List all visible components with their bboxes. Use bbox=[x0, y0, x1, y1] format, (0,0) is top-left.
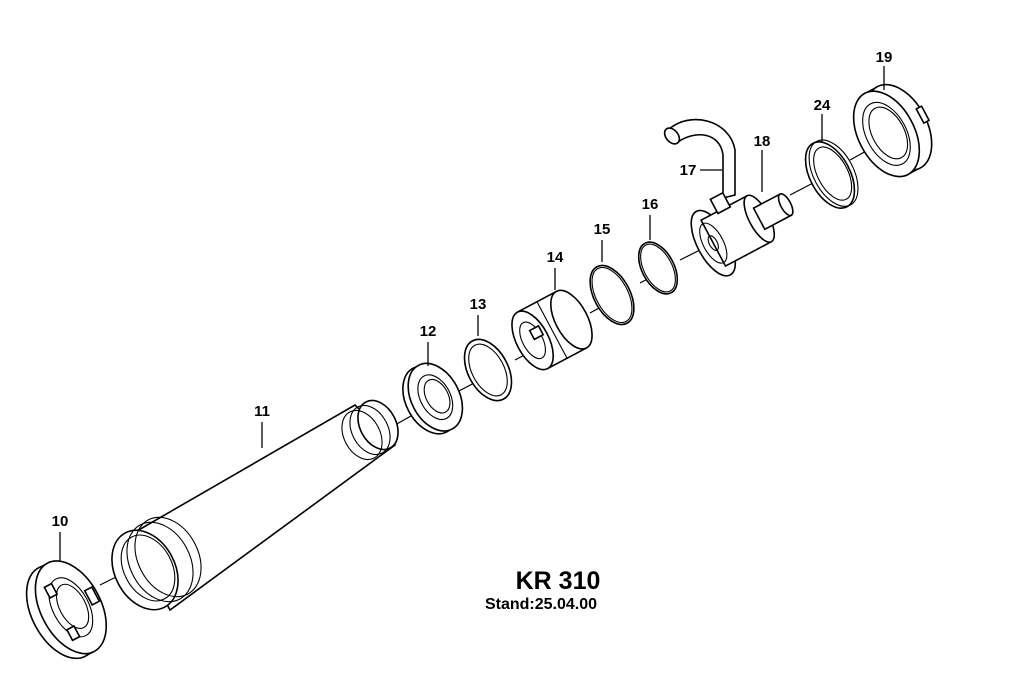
part-label-13: 13 bbox=[470, 296, 487, 313]
part-24-seal bbox=[804, 139, 859, 209]
part-label-18: 18 bbox=[754, 133, 771, 150]
part-label-11: 11 bbox=[254, 403, 270, 420]
part-label-24: 24 bbox=[814, 97, 831, 114]
part-label-15: 15 bbox=[594, 221, 611, 238]
diagram-title: KR 310 bbox=[516, 567, 601, 595]
part-10-end-cap bbox=[25, 560, 108, 660]
part-14-coupling bbox=[511, 289, 593, 371]
part-11-barrel-tube bbox=[111, 399, 399, 612]
part-17-hose bbox=[663, 118, 736, 200]
part-label-19: 19 bbox=[876, 49, 893, 66]
part-label-10: 10 bbox=[52, 513, 69, 530]
part-label-16: 16 bbox=[642, 196, 659, 213]
part-16-o-ring bbox=[637, 241, 679, 295]
part-12-bushing bbox=[402, 362, 464, 435]
part-label-14: 14 bbox=[547, 249, 564, 266]
part-19-end-nut bbox=[852, 83, 933, 178]
part-18-valve-head bbox=[690, 191, 794, 277]
part-label-12: 12 bbox=[420, 323, 437, 340]
part-label-17: 17 bbox=[680, 162, 697, 179]
diagram-subtitle: Stand:25.04.00 bbox=[485, 596, 597, 613]
part-15-o-ring bbox=[589, 264, 635, 326]
leader-lines bbox=[59, 66, 885, 562]
part-13-flat-ring bbox=[463, 338, 513, 402]
